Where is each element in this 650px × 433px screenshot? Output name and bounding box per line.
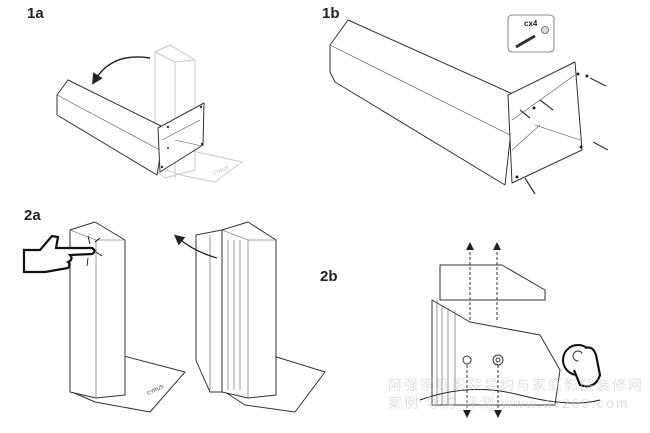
column (69, 221, 126, 399)
hand-press-icon (22, 234, 103, 274)
figure-2a-closed: CYRUS (22, 221, 186, 413)
figure-2a-open (173, 221, 326, 413)
column-body (431, 299, 561, 406)
figure-1a: CYRUS (56, 44, 244, 183)
bracket-plate (157, 102, 205, 173)
top-cap (439, 264, 546, 301)
figure-2b (419, 242, 602, 418)
lift-arrows (463, 242, 502, 418)
screws (519, 77, 609, 195)
arm-body (56, 79, 166, 176)
step-label-2a: 2a (24, 207, 41, 224)
watermark-line-1: 阿强家庭影院导购与家庭影院装修网 (388, 377, 644, 393)
parts-quantity: cx4 (524, 19, 538, 28)
bracket-plate (507, 61, 583, 184)
open-arrow (173, 234, 218, 259)
washer-icon (541, 26, 549, 34)
rotate-arrow (92, 56, 151, 85)
column (221, 221, 277, 399)
step-label-1a: 1a (27, 5, 44, 22)
open-door-panel (195, 229, 223, 393)
press-button-icon (562, 344, 602, 388)
base-logo: CYRUS (212, 165, 231, 177)
step-label-2b: 2b (320, 268, 338, 285)
watermark-line-2: 案例 导购 评测 www.av269.com (388, 395, 630, 411)
parts-box: cx4 (507, 14, 555, 53)
screw-icon (515, 34, 536, 49)
figure-1b: cx4 (329, 14, 609, 195)
arm-body (329, 19, 516, 186)
step-label-1b: 1b (322, 5, 340, 22)
